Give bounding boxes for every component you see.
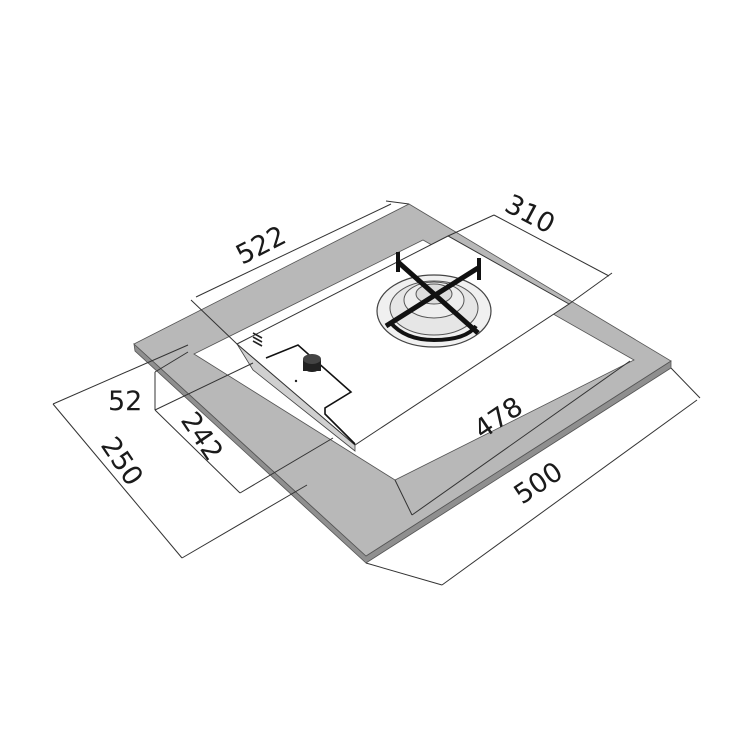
dim-label-310: 310 — [500, 189, 560, 241]
badge-icon — [252, 332, 263, 347]
knob-icon — [294, 354, 321, 383]
dimension-lines — [52, 200, 701, 586]
control-panel-outline — [265, 344, 356, 445]
burner-icon — [376, 274, 492, 348]
dim-label-522: 522 — [231, 220, 291, 271]
dim-label-52: 52 — [108, 386, 142, 417]
hob — [236, 235, 570, 452]
dim-label-250: 250 — [94, 432, 149, 492]
pan-support-icon — [384, 252, 481, 343]
